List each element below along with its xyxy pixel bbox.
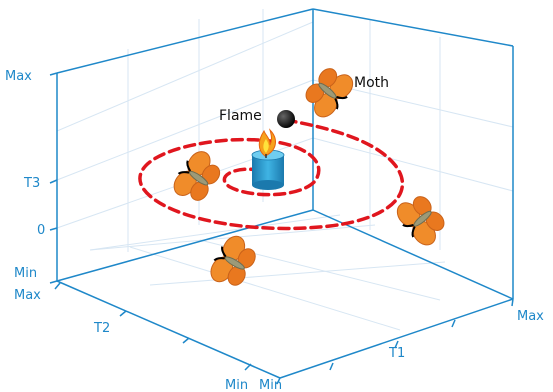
t1-axis-min: Min [259, 378, 282, 392]
moth-label: Moth [354, 75, 389, 91]
vertical-axis-zero: 0 [37, 223, 45, 238]
t1-axis-max: Max [517, 309, 544, 324]
moth-icon [167, 145, 228, 209]
tick-marks [49, 72, 514, 385]
moth-icon [204, 230, 263, 294]
t1-axis-label: T1 [388, 346, 405, 361]
moth-icon [298, 60, 360, 124]
vertical-axis-min: Min [14, 266, 37, 281]
axis-labels: Max T3 0 Min Max T2 Min Min T1 Max [5, 69, 544, 392]
moth-icon [390, 188, 452, 252]
spiral-path [138, 118, 405, 231]
grid-lines [56, 9, 514, 331]
vertical-axis-max: Max [5, 69, 32, 84]
axes-frame [56, 8, 514, 379]
t2-axis-max: Max [14, 288, 41, 303]
t2-axis-label: T2 [93, 321, 110, 336]
moth-start-point [277, 110, 295, 128]
flame-icon [258, 128, 276, 158]
candle-icon [251, 149, 285, 190]
t2-axis-min: Min [225, 378, 248, 392]
flame-label: Flame [219, 108, 262, 124]
vertical-axis-t3: T3 [23, 176, 40, 191]
